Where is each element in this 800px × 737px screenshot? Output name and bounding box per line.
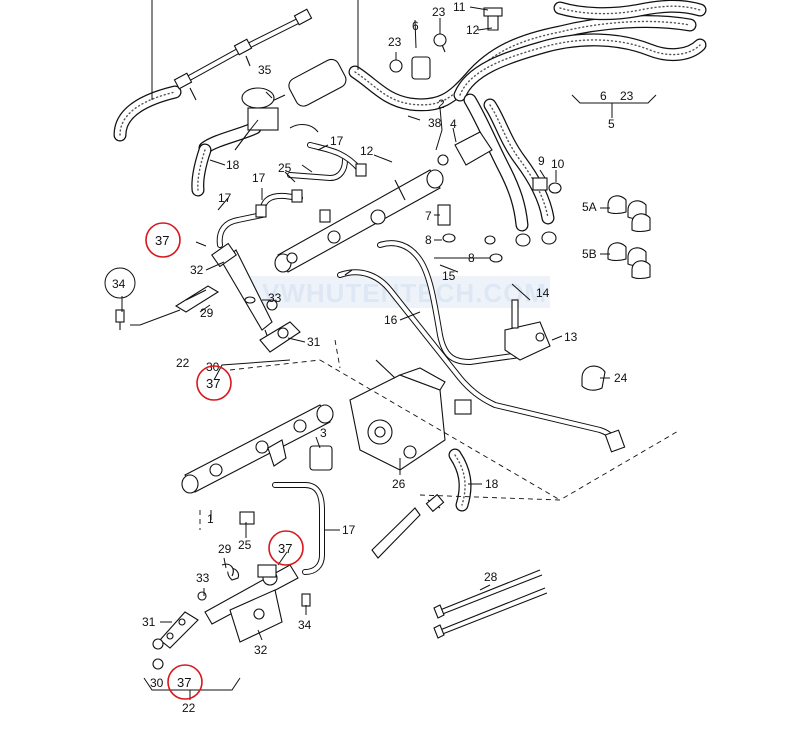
label-part-8a: 8: [425, 233, 432, 247]
bolt-upper: [115, 309, 125, 330]
label-part-1: 1: [207, 512, 214, 526]
label-part-18a: 18: [226, 158, 240, 172]
label-part-22b: 22: [182, 701, 196, 715]
label-part-25a: 25: [278, 161, 292, 175]
label-part-7: 7: [425, 209, 432, 223]
label-part-29b: 29: [218, 542, 232, 556]
clips-5a: [607, 195, 651, 233]
label-part-9: 9: [538, 154, 545, 168]
label-part-22a: 22: [176, 356, 190, 370]
label-part-18b: 18: [485, 477, 499, 491]
label-part-34a: 34: [112, 277, 126, 291]
injector-pipe-lower: [272, 482, 325, 575]
fuel-rail-lower: [181, 404, 334, 494]
label-part-17b: 17: [252, 171, 266, 185]
label-part-37a: 37: [155, 233, 169, 248]
cable-ties: [433, 569, 548, 639]
label-part-37c: 37: [278, 541, 292, 556]
label-part-6: 6: [600, 89, 607, 103]
label-part-33b: 33: [196, 571, 210, 585]
washers-lower: [152, 511, 311, 670]
upper-right-fittings: [389, 7, 562, 263]
label-part-6-top: 6: [412, 19, 419, 33]
label-part-12a: 12: [466, 23, 480, 37]
label-part-15: 15: [442, 269, 456, 283]
label-part-30a: 30: [206, 360, 220, 374]
label-part-29a: 29: [200, 306, 214, 320]
label-part-23a: 23: [432, 5, 446, 19]
high-pressure-pipes: [337, 240, 626, 453]
injector-pipes-upper: [216, 142, 367, 248]
label-part-35: 35: [258, 63, 272, 77]
label-part-5: 5: [608, 117, 615, 131]
label-part-32a: 32: [190, 263, 204, 277]
label-part-26: 26: [392, 477, 406, 491]
highlight-circle-37c: [268, 530, 304, 566]
high-pressure-pump: [349, 359, 472, 471]
part-labels: 1 2 3 4 5 5A 5B 6 6 7 8 8 9 10 11 12 12 …: [104, 0, 634, 715]
label-part-28: 28: [484, 570, 498, 584]
label-part-25b: 25: [238, 538, 252, 552]
injector-lower: [204, 564, 299, 625]
dashed-guides: [199, 339, 681, 530]
label-part-5a: 5A: [582, 200, 597, 214]
label-part-23c: 23: [620, 89, 634, 103]
small-tubes-top: [173, 8, 313, 101]
label-part-4: 4: [450, 117, 457, 131]
label-part-38: 38: [428, 116, 442, 130]
leader-lines: [121, 0, 657, 700]
label-part-14: 14: [536, 286, 550, 300]
label-part-10: 10: [551, 157, 565, 171]
return-tube-lower: [371, 493, 445, 559]
label-part-13: 13: [564, 330, 578, 344]
label-part-32b: 32: [254, 643, 268, 657]
label-part-24: 24: [614, 371, 628, 385]
flange-lower: [229, 589, 283, 643]
label-part-11: 11: [453, 0, 466, 14]
clips-5b: [607, 242, 651, 280]
sensor-13: [504, 299, 551, 361]
label-part-16: 16: [384, 313, 398, 327]
label-part-31a: 31: [307, 335, 321, 349]
injector-upper: [211, 242, 273, 339]
label-part-12b: 12: [360, 144, 374, 158]
label-part-8b: 8: [468, 251, 475, 265]
label-part-17c: 17: [218, 191, 232, 205]
clamp-upper: [174, 285, 220, 313]
flange-upper: [259, 299, 301, 353]
label-part-17a: 17: [330, 134, 344, 148]
label-part-23b: 23: [388, 35, 402, 49]
label-part-37d: 37: [177, 675, 191, 690]
label-part-31b: 31: [142, 615, 156, 629]
label-part-3: 3: [320, 426, 327, 440]
clip-24: [581, 365, 606, 391]
callout-circle-34: [104, 267, 136, 299]
label-part-34b: 34: [298, 618, 312, 632]
highlight-circle-37b: [196, 365, 232, 401]
label-part-2: 2: [438, 97, 445, 111]
clamp-lower: [159, 611, 199, 649]
label-part-37b: 37: [206, 376, 220, 391]
label-part-5b: 5B: [582, 247, 597, 261]
highlight-circle-37a: [145, 222, 181, 258]
fuel-filter: [234, 58, 347, 151]
label-part-33a: 33: [268, 291, 282, 305]
fuel-rail-upper: [274, 169, 444, 273]
highlight-circle-37d: [167, 664, 203, 700]
label-part-17d: 17: [342, 523, 356, 537]
label-part-30b: 30: [150, 676, 164, 690]
